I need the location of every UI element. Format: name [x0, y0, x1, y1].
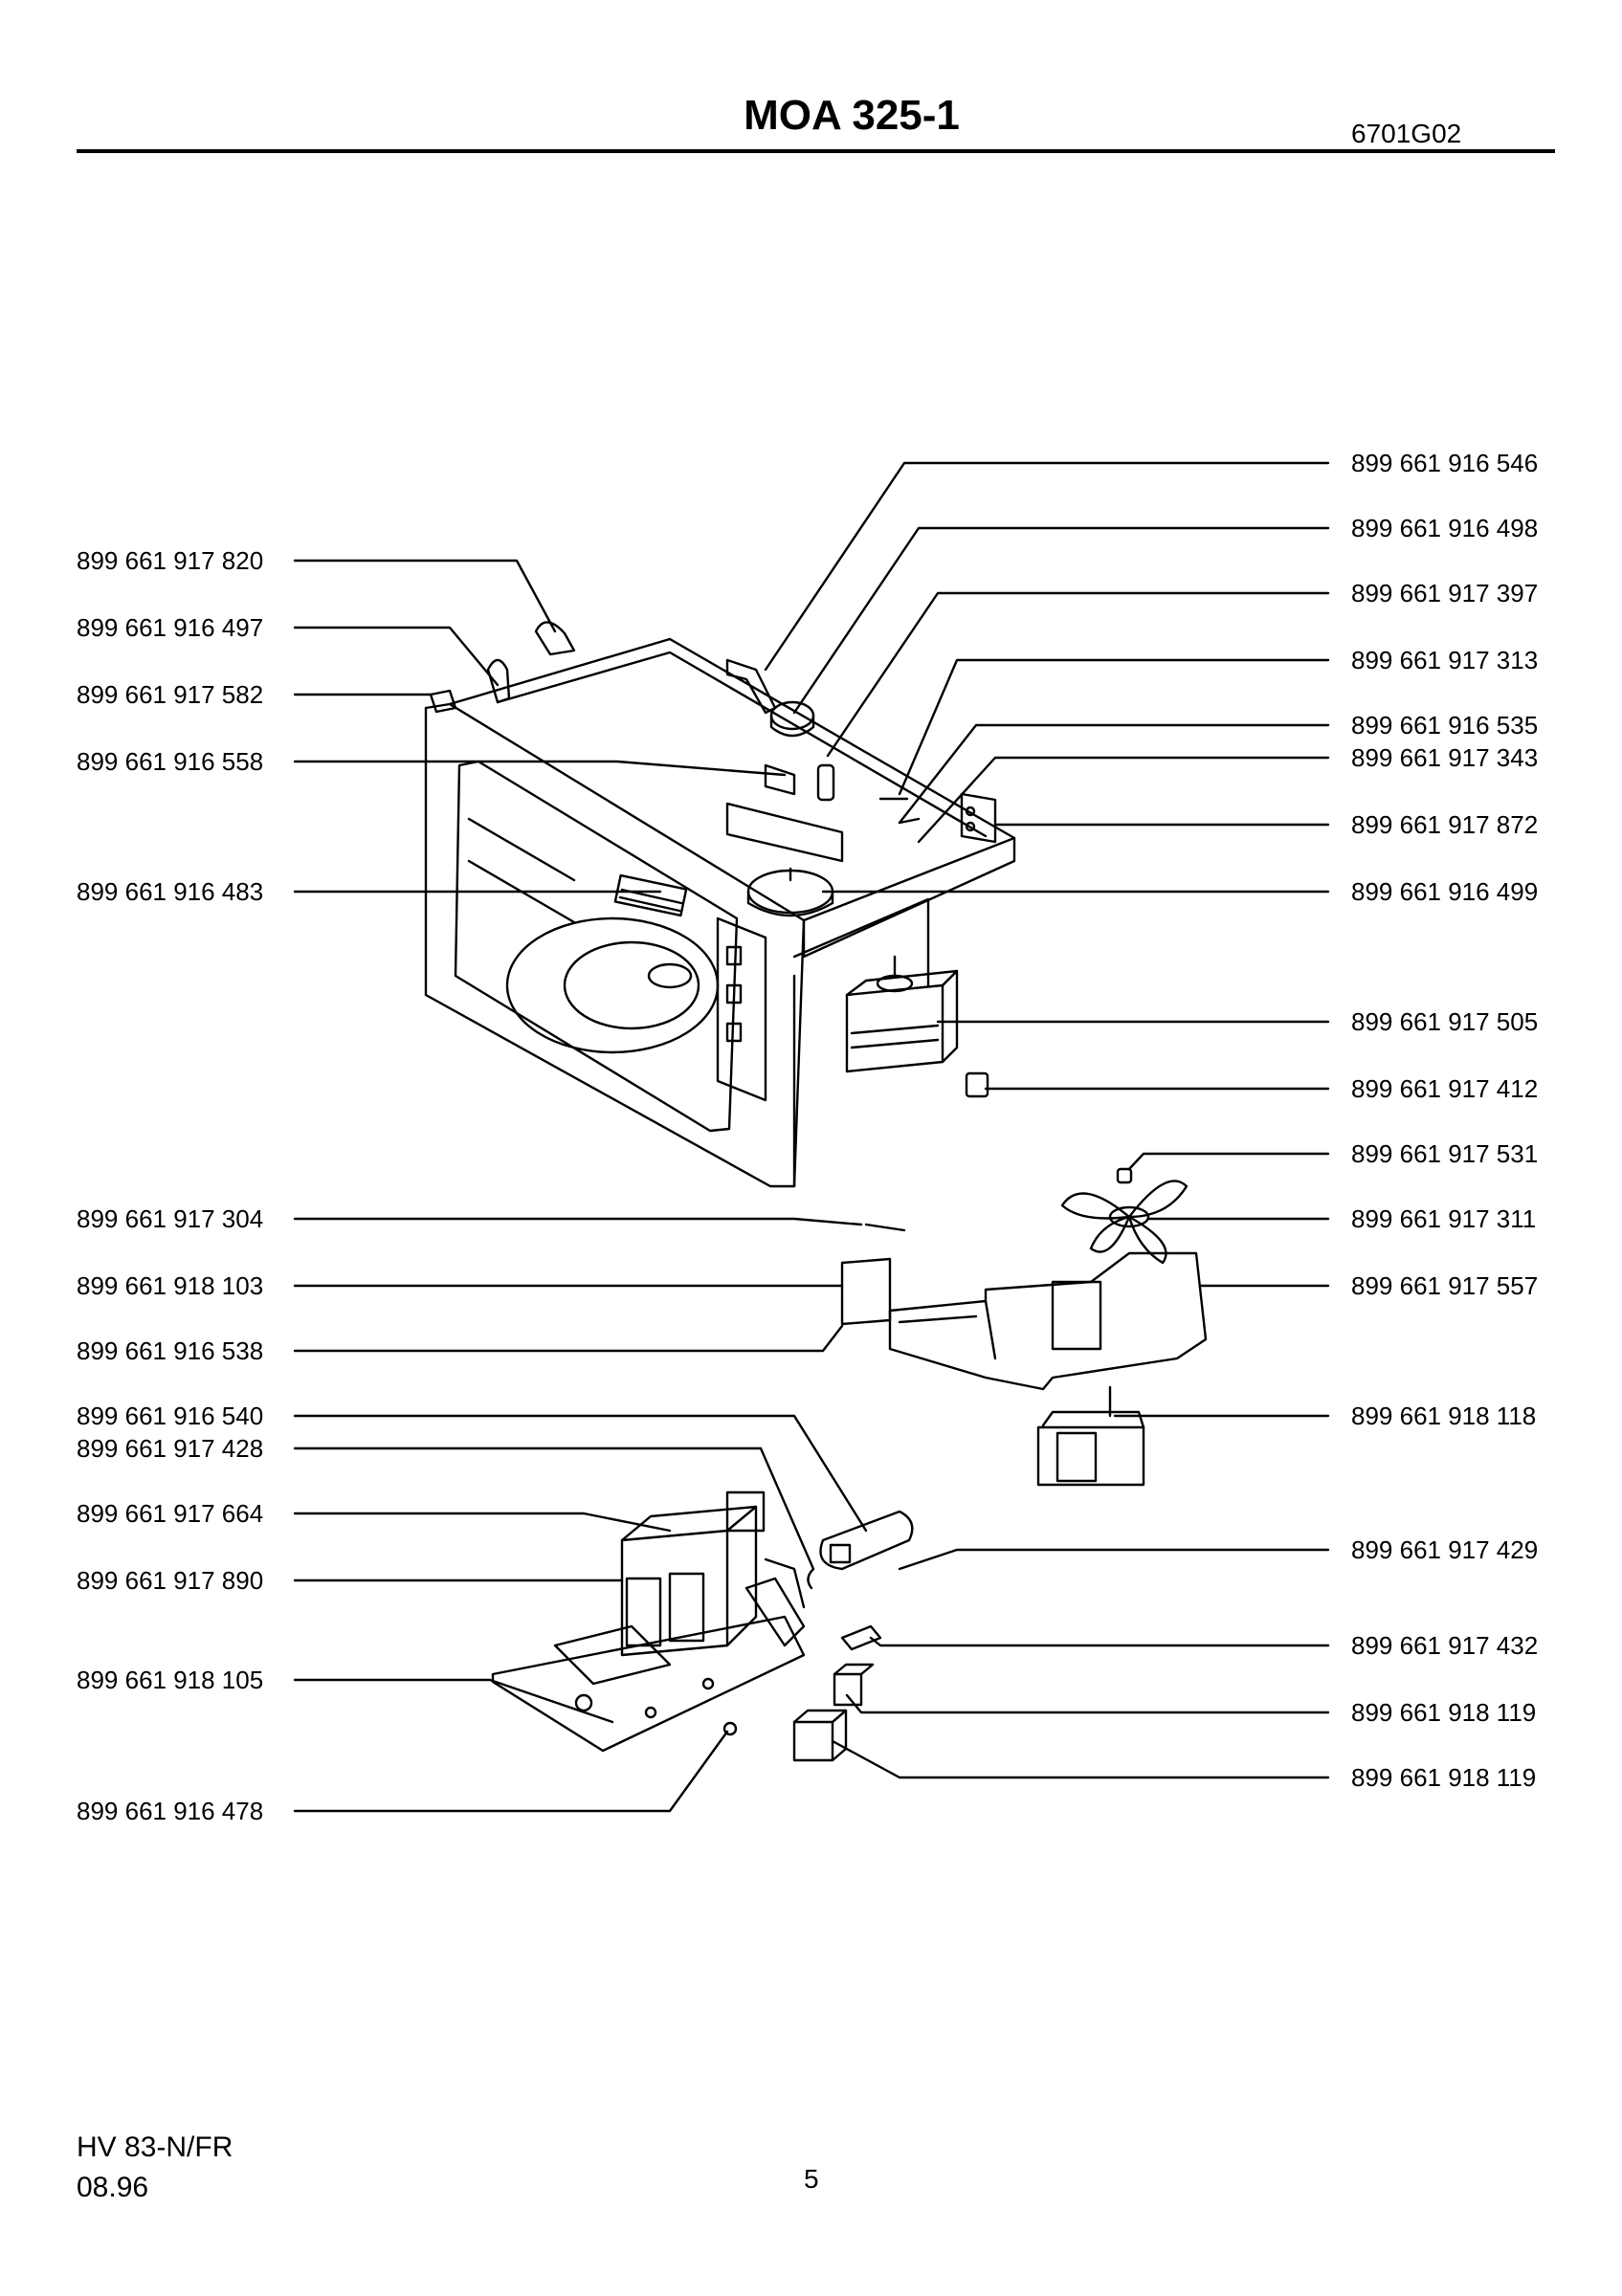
part-label-right-5: 899 661 916 535 — [1351, 711, 1539, 740]
magnetron — [845, 955, 989, 1098]
oven-cavity — [424, 637, 1016, 1188]
header-rule — [77, 149, 1555, 153]
leader-lines-left — [293, 559, 868, 1813]
page-title: MOA 325-1 — [744, 92, 960, 139]
part-label-right-8: 899 661 916 499 — [1351, 877, 1539, 906]
part-label-right-13: 899 661 917 557 — [1351, 1271, 1539, 1300]
part-label-left-11: 899 661 917 664 — [77, 1499, 264, 1528]
part-label-right-11: 899 661 917 531 — [1351, 1139, 1539, 1168]
fan-assembly — [888, 1167, 1208, 1391]
leader-lines-right — [764, 461, 1330, 1779]
page-number: 5 — [804, 2164, 819, 2194]
part-label-right-10: 899 661 917 412 — [1351, 1074, 1539, 1103]
part-label-left-6: 899 661 917 304 — [77, 1204, 264, 1233]
part-label-right-17: 899 661 918 119 — [1351, 1698, 1537, 1727]
model-number: HV 83-N/FR — [77, 2131, 233, 2163]
part-label-left-5: 899 661 916 483 — [77, 877, 264, 906]
part-label-left-8: 899 661 916 538 — [77, 1336, 264, 1365]
top-components — [429, 621, 997, 917]
fan-motor — [1036, 1385, 1145, 1487]
part-label-left-7: 899 661 918 103 — [77, 1271, 264, 1300]
part-label-right-15: 899 661 917 429 — [1351, 1535, 1539, 1564]
issue-date: 08.96 — [77, 2172, 149, 2203]
part-label-left-14: 899 661 916 478 — [77, 1797, 264, 1825]
part-label-right-9: 899 661 917 505 — [1351, 1007, 1539, 1036]
part-label-left-3: 899 661 917 582 — [77, 680, 264, 709]
part-label-right-2: 899 661 916 498 — [1351, 514, 1539, 542]
part-label-right-3: 899 661 917 397 — [1351, 579, 1539, 607]
base-plate — [491, 1490, 806, 1753]
part-label-left-4: 899 661 916 558 — [77, 747, 264, 776]
document-code: 6701G02 — [1351, 119, 1462, 148]
part-label-right-7: 899 661 917 872 — [1351, 810, 1539, 839]
part-label-left-2: 899 661 916 497 — [77, 613, 264, 642]
part-label-right-1: 899 661 916 546 — [1351, 449, 1539, 477]
part-label-left-13: 899 661 918 105 — [77, 1666, 264, 1694]
part-label-left-12: 899 661 917 890 — [77, 1566, 264, 1595]
part-label-left-1: 899 661 917 820 — [77, 546, 264, 575]
part-label-right-18: 899 661 918 119 — [1351, 1763, 1537, 1792]
part-label-left-10: 899 661 917 428 — [77, 1434, 264, 1463]
part-label-right-16: 899 661 917 432 — [1351, 1631, 1539, 1660]
part-label-left-9: 899 661 916 540 — [77, 1402, 264, 1430]
small-parts — [722, 1223, 906, 1762]
capacitor — [807, 1510, 914, 1590]
part-label-right-14: 899 661 918 118 — [1351, 1402, 1537, 1430]
part-label-right-4: 899 661 917 313 — [1351, 646, 1539, 674]
part-label-right-12: 899 661 917 311 — [1351, 1204, 1537, 1233]
part-label-right-6: 899 661 917 343 — [1351, 743, 1539, 772]
